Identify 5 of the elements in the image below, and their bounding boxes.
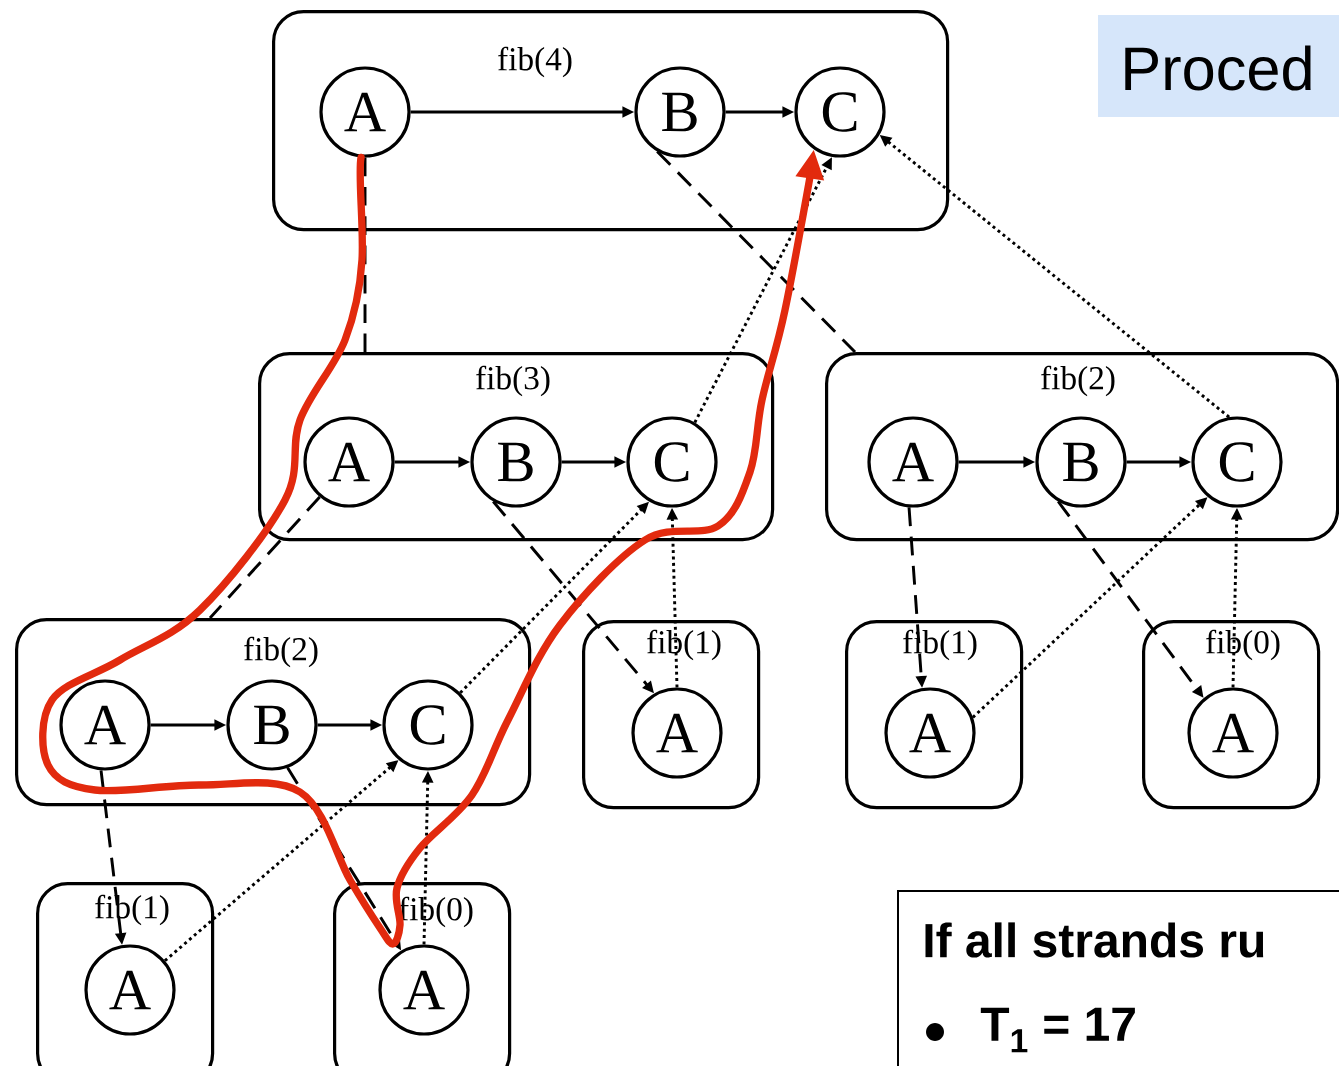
spawn-line bbox=[363, 157, 367, 352]
title-banner: Proced bbox=[1098, 15, 1339, 117]
note-box: If all strands ru T$_{1}$ = 17 bbox=[897, 890, 1339, 1066]
spawn-line bbox=[208, 495, 321, 619]
spawn-line bbox=[656, 150, 857, 354]
